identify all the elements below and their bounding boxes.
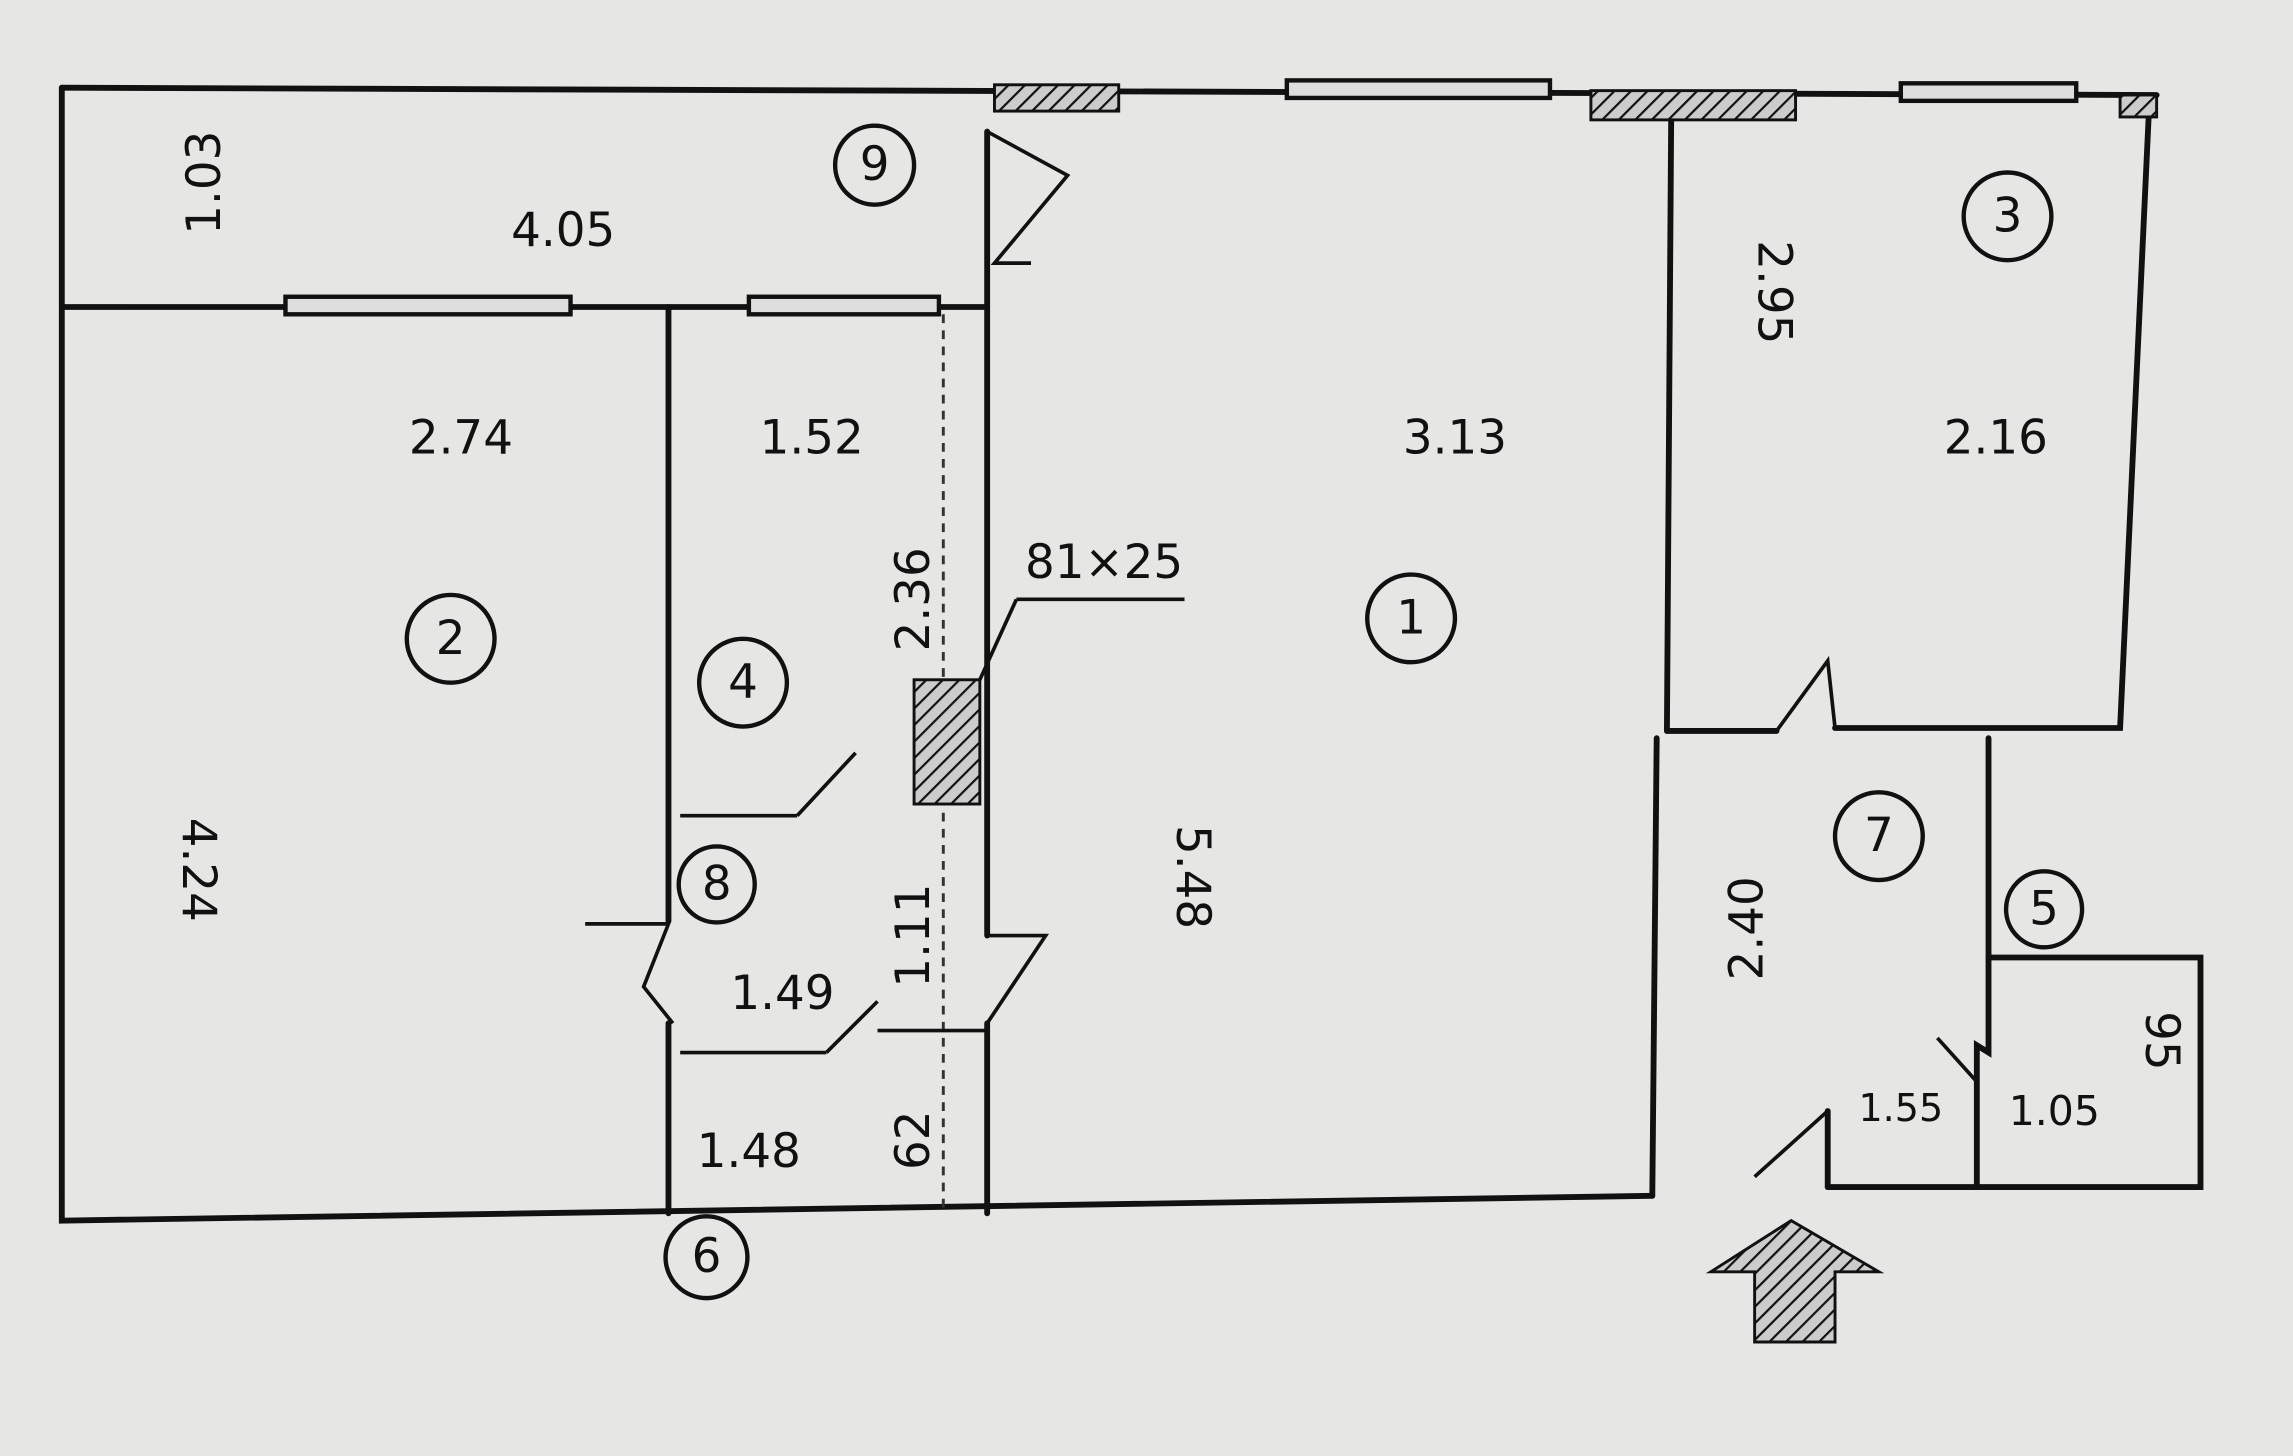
room-marker-9: 9 (832, 123, 917, 207)
dim-room6-width: 1.48 (697, 1125, 801, 1179)
room-marker-4: 4 (696, 636, 790, 729)
room-markers: 9 3 2 4 1 8 7 5 6 (404, 123, 2085, 1301)
room-marker-6: 6 (663, 1214, 750, 1301)
svg-text:9: 9 (860, 138, 890, 192)
room-marker-8: 8 (676, 844, 757, 925)
room-marker-3: 3 (1961, 170, 2054, 263)
dim-room7-length: 2.40 (1720, 876, 1774, 980)
room-marker-2: 2 (404, 592, 497, 685)
dim-room1-length: 5.48 (1165, 825, 1219, 929)
dim-balcony-length: 4.05 (511, 204, 615, 258)
dim-room5-width: 1.05 (2009, 1087, 2100, 1135)
svg-text:4: 4 (728, 656, 758, 710)
svg-text:8: 8 (702, 857, 732, 911)
dim-room4-width: 1.52 (760, 412, 864, 466)
dim-room7-width: 1.55 (1859, 1086, 1944, 1130)
dim-room8-width: 1.49 (730, 967, 834, 1021)
svg-text:3: 3 (1993, 189, 2023, 243)
dim-balcony-width: 1.03 (178, 131, 232, 235)
dim-room3-length: 2.95 (1747, 240, 1801, 344)
svg-text:1: 1 (1396, 591, 1426, 645)
dim-room2-width: 2.74 (409, 412, 513, 466)
dim-room2-length: 4.24 (171, 818, 225, 922)
dim-room5-length: 95 (2134, 1011, 2188, 1071)
hatched-walls (912, 83, 2159, 806)
svg-text:6: 6 (692, 1230, 722, 1284)
svg-text:7: 7 (1864, 809, 1894, 863)
dim-room6-length: 62 (887, 1110, 941, 1170)
dim-duct-size: 81×25 (1025, 536, 1183, 590)
svg-text:2: 2 (436, 612, 466, 666)
dim-room4-length: 2.36 (887, 547, 941, 651)
windows (283, 78, 2079, 317)
room-marker-5: 5 (2003, 869, 2085, 950)
dim-room1-width: 3.13 (1403, 412, 1507, 466)
entrance-arrow-icon (1705, 1218, 1885, 1344)
room-marker-1: 1 (1365, 572, 1458, 665)
room-marker-7: 7 (1832, 790, 1925, 883)
dim-room3-width: 2.16 (1944, 412, 2048, 466)
svg-text:5: 5 (2029, 882, 2059, 936)
dim-room8-length: 1.11 (887, 884, 941, 988)
dimension-labels: 1.03 4.05 2.74 4.24 1.52 2.36 81×25 3.13… (171, 131, 2188, 1179)
